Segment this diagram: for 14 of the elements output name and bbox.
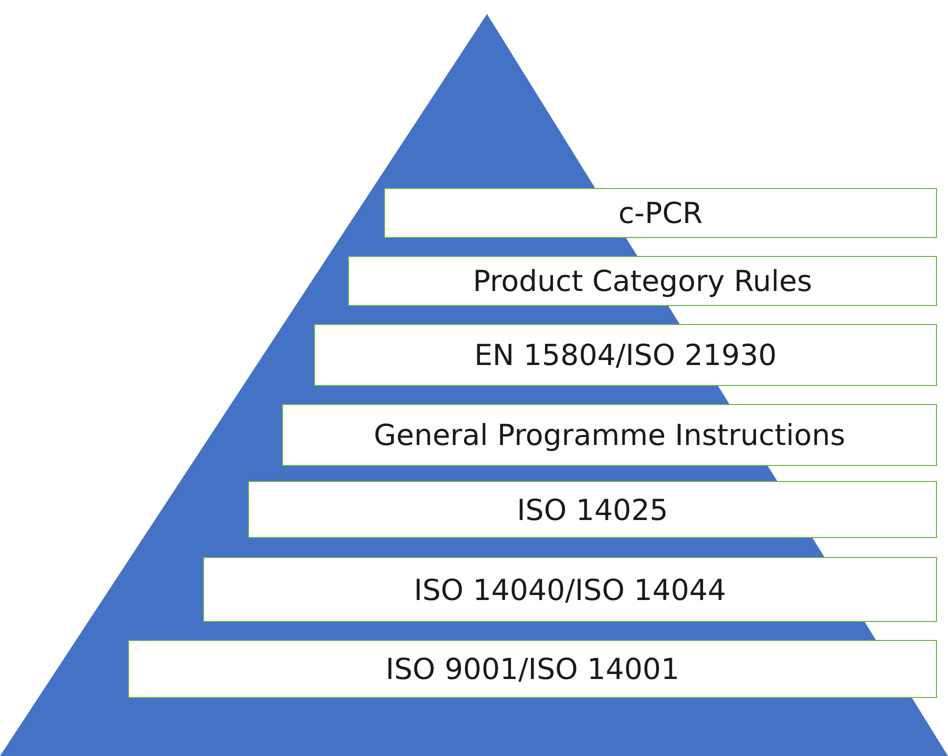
tier-label: c-PCR [618, 196, 703, 230]
tier-box [348, 256, 937, 306]
tier-label: ISO 14040/ISO 14044 [414, 572, 726, 606]
tier-box [314, 324, 937, 386]
tier-label: ISO 14025 [516, 492, 668, 526]
tier-box [128, 640, 937, 698]
tier-label: General Programme Instructions [374, 418, 846, 452]
tier-box [282, 404, 937, 466]
tier-box [203, 557, 937, 622]
tier-box [248, 481, 937, 538]
tier-label: EN 15804/ISO 21930 [474, 338, 777, 372]
tier-label: Product Category Rules [472, 264, 812, 298]
tier-label: ISO 9001/ISO 14001 [386, 652, 680, 686]
tier-box [384, 188, 937, 238]
